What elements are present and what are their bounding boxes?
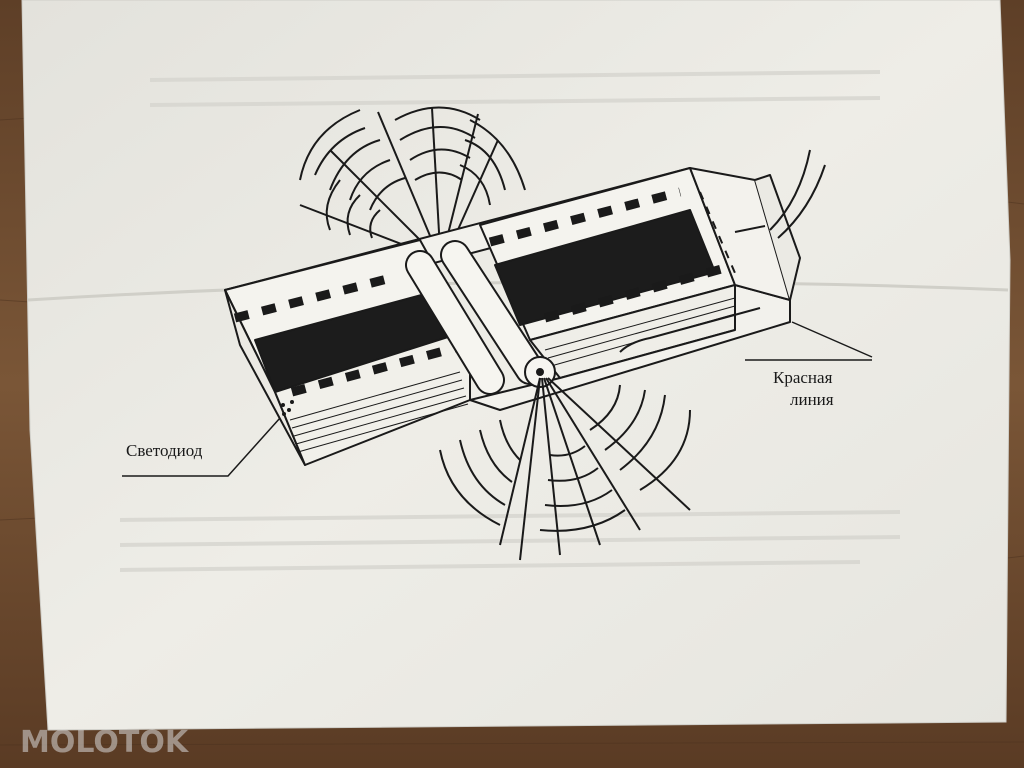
rollers (405, 240, 556, 395)
end-cap-notch (734, 225, 766, 233)
cable-2 (777, 164, 826, 239)
led-label: Светодиод (126, 441, 203, 460)
led-dots (281, 400, 294, 416)
red-line-leader-upper (791, 321, 873, 358)
cable-1 (769, 149, 811, 231)
right-teeth (488, 187, 727, 323)
red-line-label-2: линия (790, 390, 834, 409)
device-drawing (122, 106, 873, 561)
left-teeth (233, 272, 457, 397)
base-groove (619, 307, 761, 353)
red-line-label-1: Красная (773, 368, 833, 387)
left-block-layers (289, 371, 469, 453)
bottom-wave-rays (499, 377, 691, 561)
watermark-logo: MOLOTOK (20, 725, 190, 760)
top-wave-arcs (299, 106, 526, 239)
show-through-text (119, 70, 901, 572)
led-leader-line (122, 417, 281, 477)
bottom-wave-arcs (439, 384, 691, 532)
end-cap-side (754, 174, 801, 301)
